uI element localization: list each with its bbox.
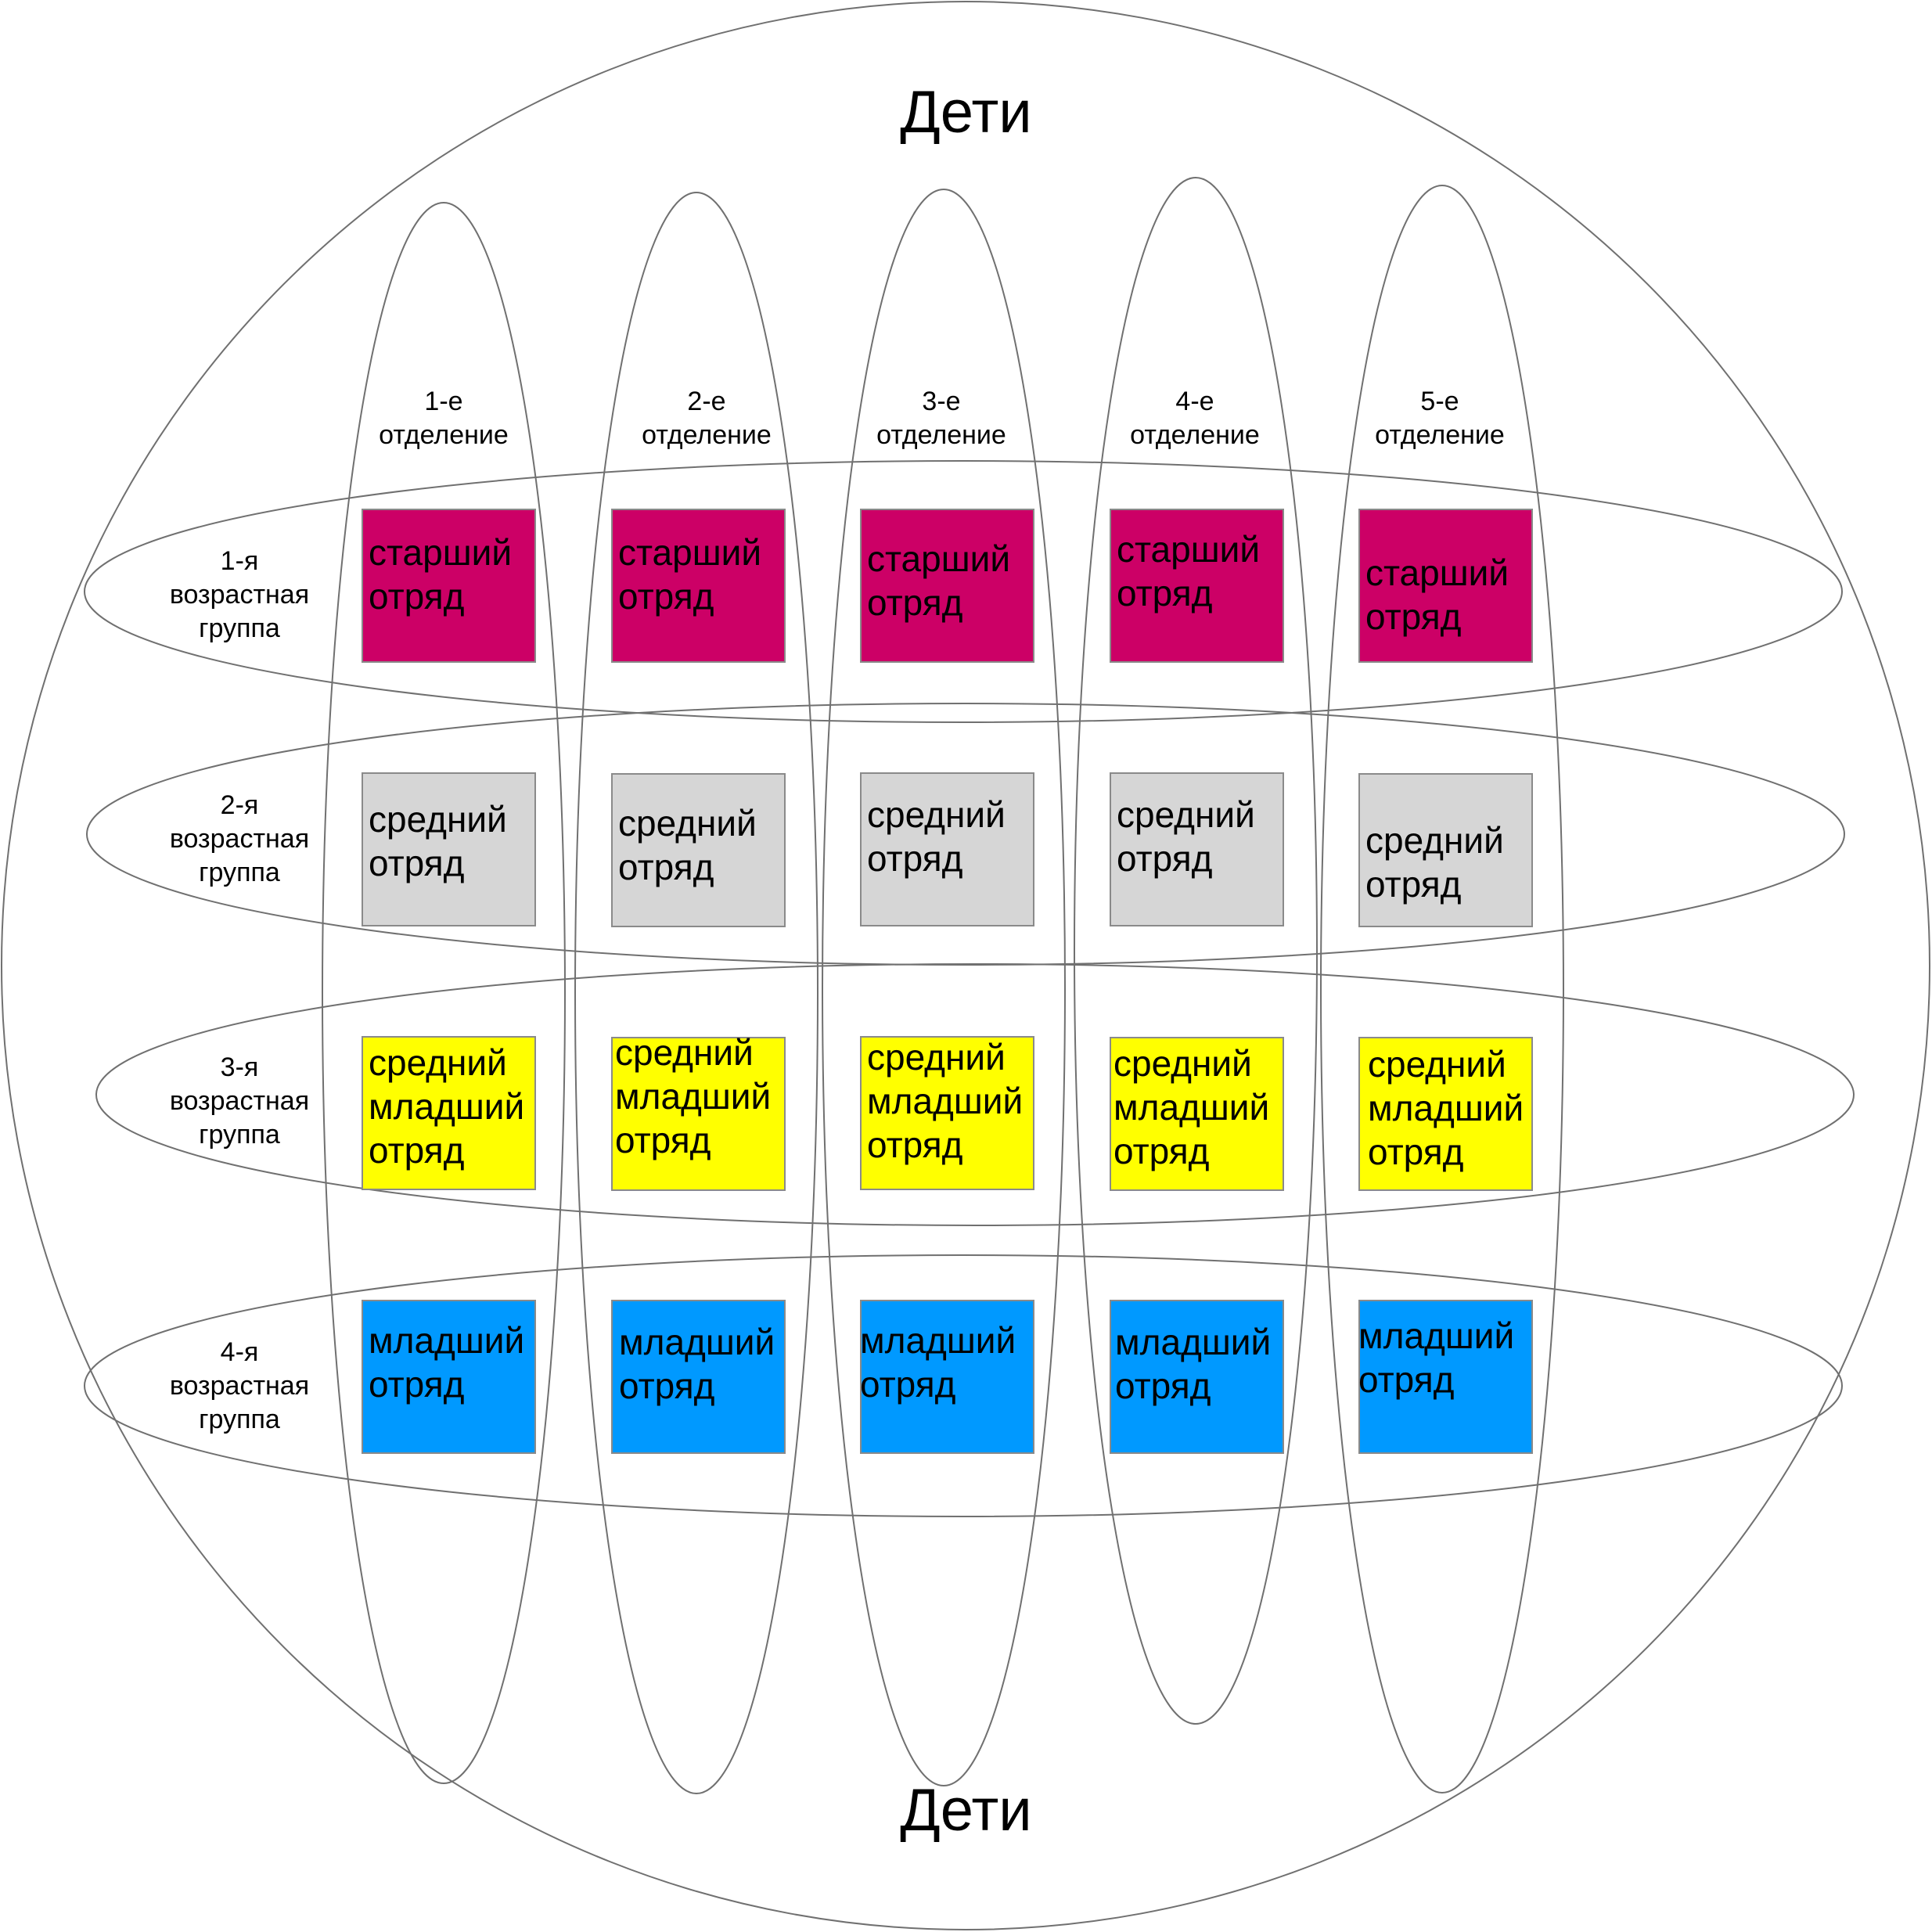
cell-label: старший отряд: [1365, 552, 1509, 637]
column-label-1: 1-е отделение: [379, 387, 509, 450]
cell-label: старший отряд: [618, 532, 762, 617]
cell-label: средний младший отряд: [369, 1042, 525, 1171]
cell-label: средний младший отряд: [1114, 1043, 1270, 1171]
row-label-1: 1-я возрастная группа: [169, 546, 310, 643]
cell-label: старший отряд: [369, 532, 513, 617]
cell-row3-col2: средний младший отряд: [611, 1032, 786, 1191]
row-label-3: 3-я возрастная группа: [169, 1052, 310, 1149]
cell-row1-col3: старший отряд: [860, 509, 1034, 663]
cell-row3-col1: средний младший отряд: [362, 1036, 536, 1190]
cell-label: средний младший отряд: [1368, 1044, 1524, 1172]
row-label-4: 4-я возрастная группа: [169, 1337, 310, 1434]
cell-label: младший отряд: [1358, 1315, 1515, 1400]
cell-label: младший отряд: [1115, 1322, 1272, 1406]
row-label-2: 2-я возрастная группа: [169, 790, 310, 887]
row-ellipses: [84, 460, 1855, 1517]
column-ellipse-3: [822, 189, 1066, 1786]
cell-row3-col5: средний младший отряд: [1358, 1037, 1533, 1191]
column-label-3: 3-е отделение: [876, 387, 1006, 450]
cell-label: старший отряд: [1117, 529, 1261, 613]
cell-row1-col1: старший отряд: [362, 509, 536, 663]
column-label-2: 2-е отделение: [642, 387, 772, 450]
cell-label: средний отряд: [369, 799, 507, 883]
column-ellipse-5: [1320, 185, 1564, 1793]
cell-row2-col4: средний отряд: [1110, 772, 1284, 926]
cell-label: старший отряд: [867, 538, 1011, 623]
cell-row3-col4: средний младший отряд: [1110, 1037, 1284, 1191]
cell-row4-col3: младший отряд: [860, 1300, 1034, 1454]
cell-label: средний отряд: [1365, 820, 1504, 905]
title-bottom: Дети: [900, 1777, 1032, 1844]
row-ellipse-1: [84, 460, 1843, 723]
row-ellipse-3: [95, 963, 1855, 1226]
cell-label: средний младший отряд: [867, 1037, 1024, 1165]
cell-label: младший отряд: [369, 1320, 525, 1405]
cell-label: младший отряд: [860, 1320, 1016, 1405]
cell-row2-col5: средний отряд: [1358, 773, 1533, 927]
column-ellipse-2: [574, 192, 818, 1794]
column-label-4: 4-е отделение: [1130, 387, 1260, 450]
cell-label: средний младший отряд: [615, 1032, 772, 1160]
cell-label: средний отряд: [618, 803, 757, 887]
column-label-5: 5-е отделение: [1375, 387, 1505, 450]
column-ellipse-1: [322, 202, 566, 1784]
cell-row4-col1: младший отряд: [362, 1300, 536, 1454]
cell-row4-col2: младший отряд: [611, 1300, 786, 1454]
cell-row1-col5: старший отряд: [1358, 509, 1533, 663]
cell-row2-col3: средний отряд: [860, 772, 1034, 926]
cell-row2-col2: средний отряд: [611, 773, 786, 927]
title-top: Дети: [900, 79, 1032, 146]
cell-label: младший отряд: [619, 1322, 775, 1406]
cell-row4-col4: младший отряд: [1110, 1300, 1284, 1454]
cell-row1-col4: старший отряд: [1110, 509, 1284, 663]
cell-row3-col3: средний младший отряд: [860, 1036, 1034, 1190]
cell-row1-col2: старший отряд: [611, 509, 786, 663]
cell-row4-col5: младший отряд: [1358, 1300, 1533, 1454]
column-ellipse-4: [1074, 177, 1318, 1725]
cell-row2-col1: средний отряд: [362, 772, 536, 926]
cell-label: средний отряд: [1117, 794, 1255, 879]
column-ellipses: [322, 177, 1564, 1794]
row-ellipse-4: [84, 1254, 1843, 1517]
cell-label: средний отряд: [867, 794, 1006, 879]
